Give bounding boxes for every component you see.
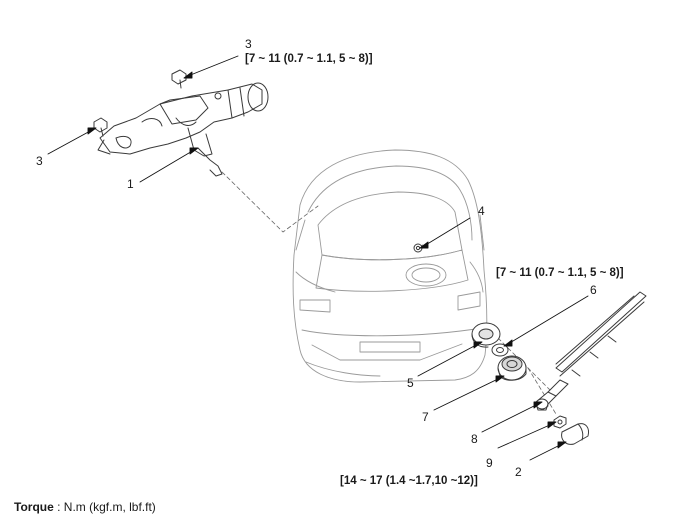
callout-3-top: 3 (245, 37, 252, 51)
torque-spec-pivot-nut: [14 ~ 17 (1.4 ~1.7,10 ~12)] (340, 475, 478, 487)
torque-units-note: Torque : N.m (kgf.m, lbf.ft) (14, 500, 156, 514)
bushing-part-7 (497, 355, 527, 381)
wiper-motor-assembly (97, 82, 269, 177)
callout-9: 9 (486, 456, 493, 470)
callout-8: 8 (471, 432, 478, 446)
callout-2: 2 (515, 465, 522, 479)
washer-part-6 (491, 343, 509, 357)
callout-1: 1 (127, 177, 134, 191)
nut-part-9 (553, 415, 567, 429)
callout-4: 4 (478, 204, 485, 218)
callout-7: 7 (422, 410, 429, 424)
bolt-part-3-top (171, 69, 187, 89)
callout-6: 6 (590, 283, 597, 297)
wiper-arm-and-blade (535, 291, 647, 411)
callout-3-left: 3 (36, 154, 43, 168)
cap-part-2 (561, 423, 589, 445)
grommet-part-5 (471, 322, 501, 348)
callout-5: 5 (407, 376, 414, 390)
leader-lines (47, 55, 589, 461)
torque-label: Torque (14, 500, 54, 514)
torque-spec-motor-bolt: [7 ~ 11 (0.7 ~ 1.1, 5 ~ 8)] (245, 53, 373, 65)
torque-spec-arm-nut: [7 ~ 11 (0.7 ~ 1.1, 5 ~ 8)] (496, 267, 624, 279)
vehicle-rear-outline (292, 149, 488, 383)
torque-units: N.m (kgf.m, lbf.ft) (63, 500, 156, 514)
torque-separator: : (53, 500, 64, 514)
